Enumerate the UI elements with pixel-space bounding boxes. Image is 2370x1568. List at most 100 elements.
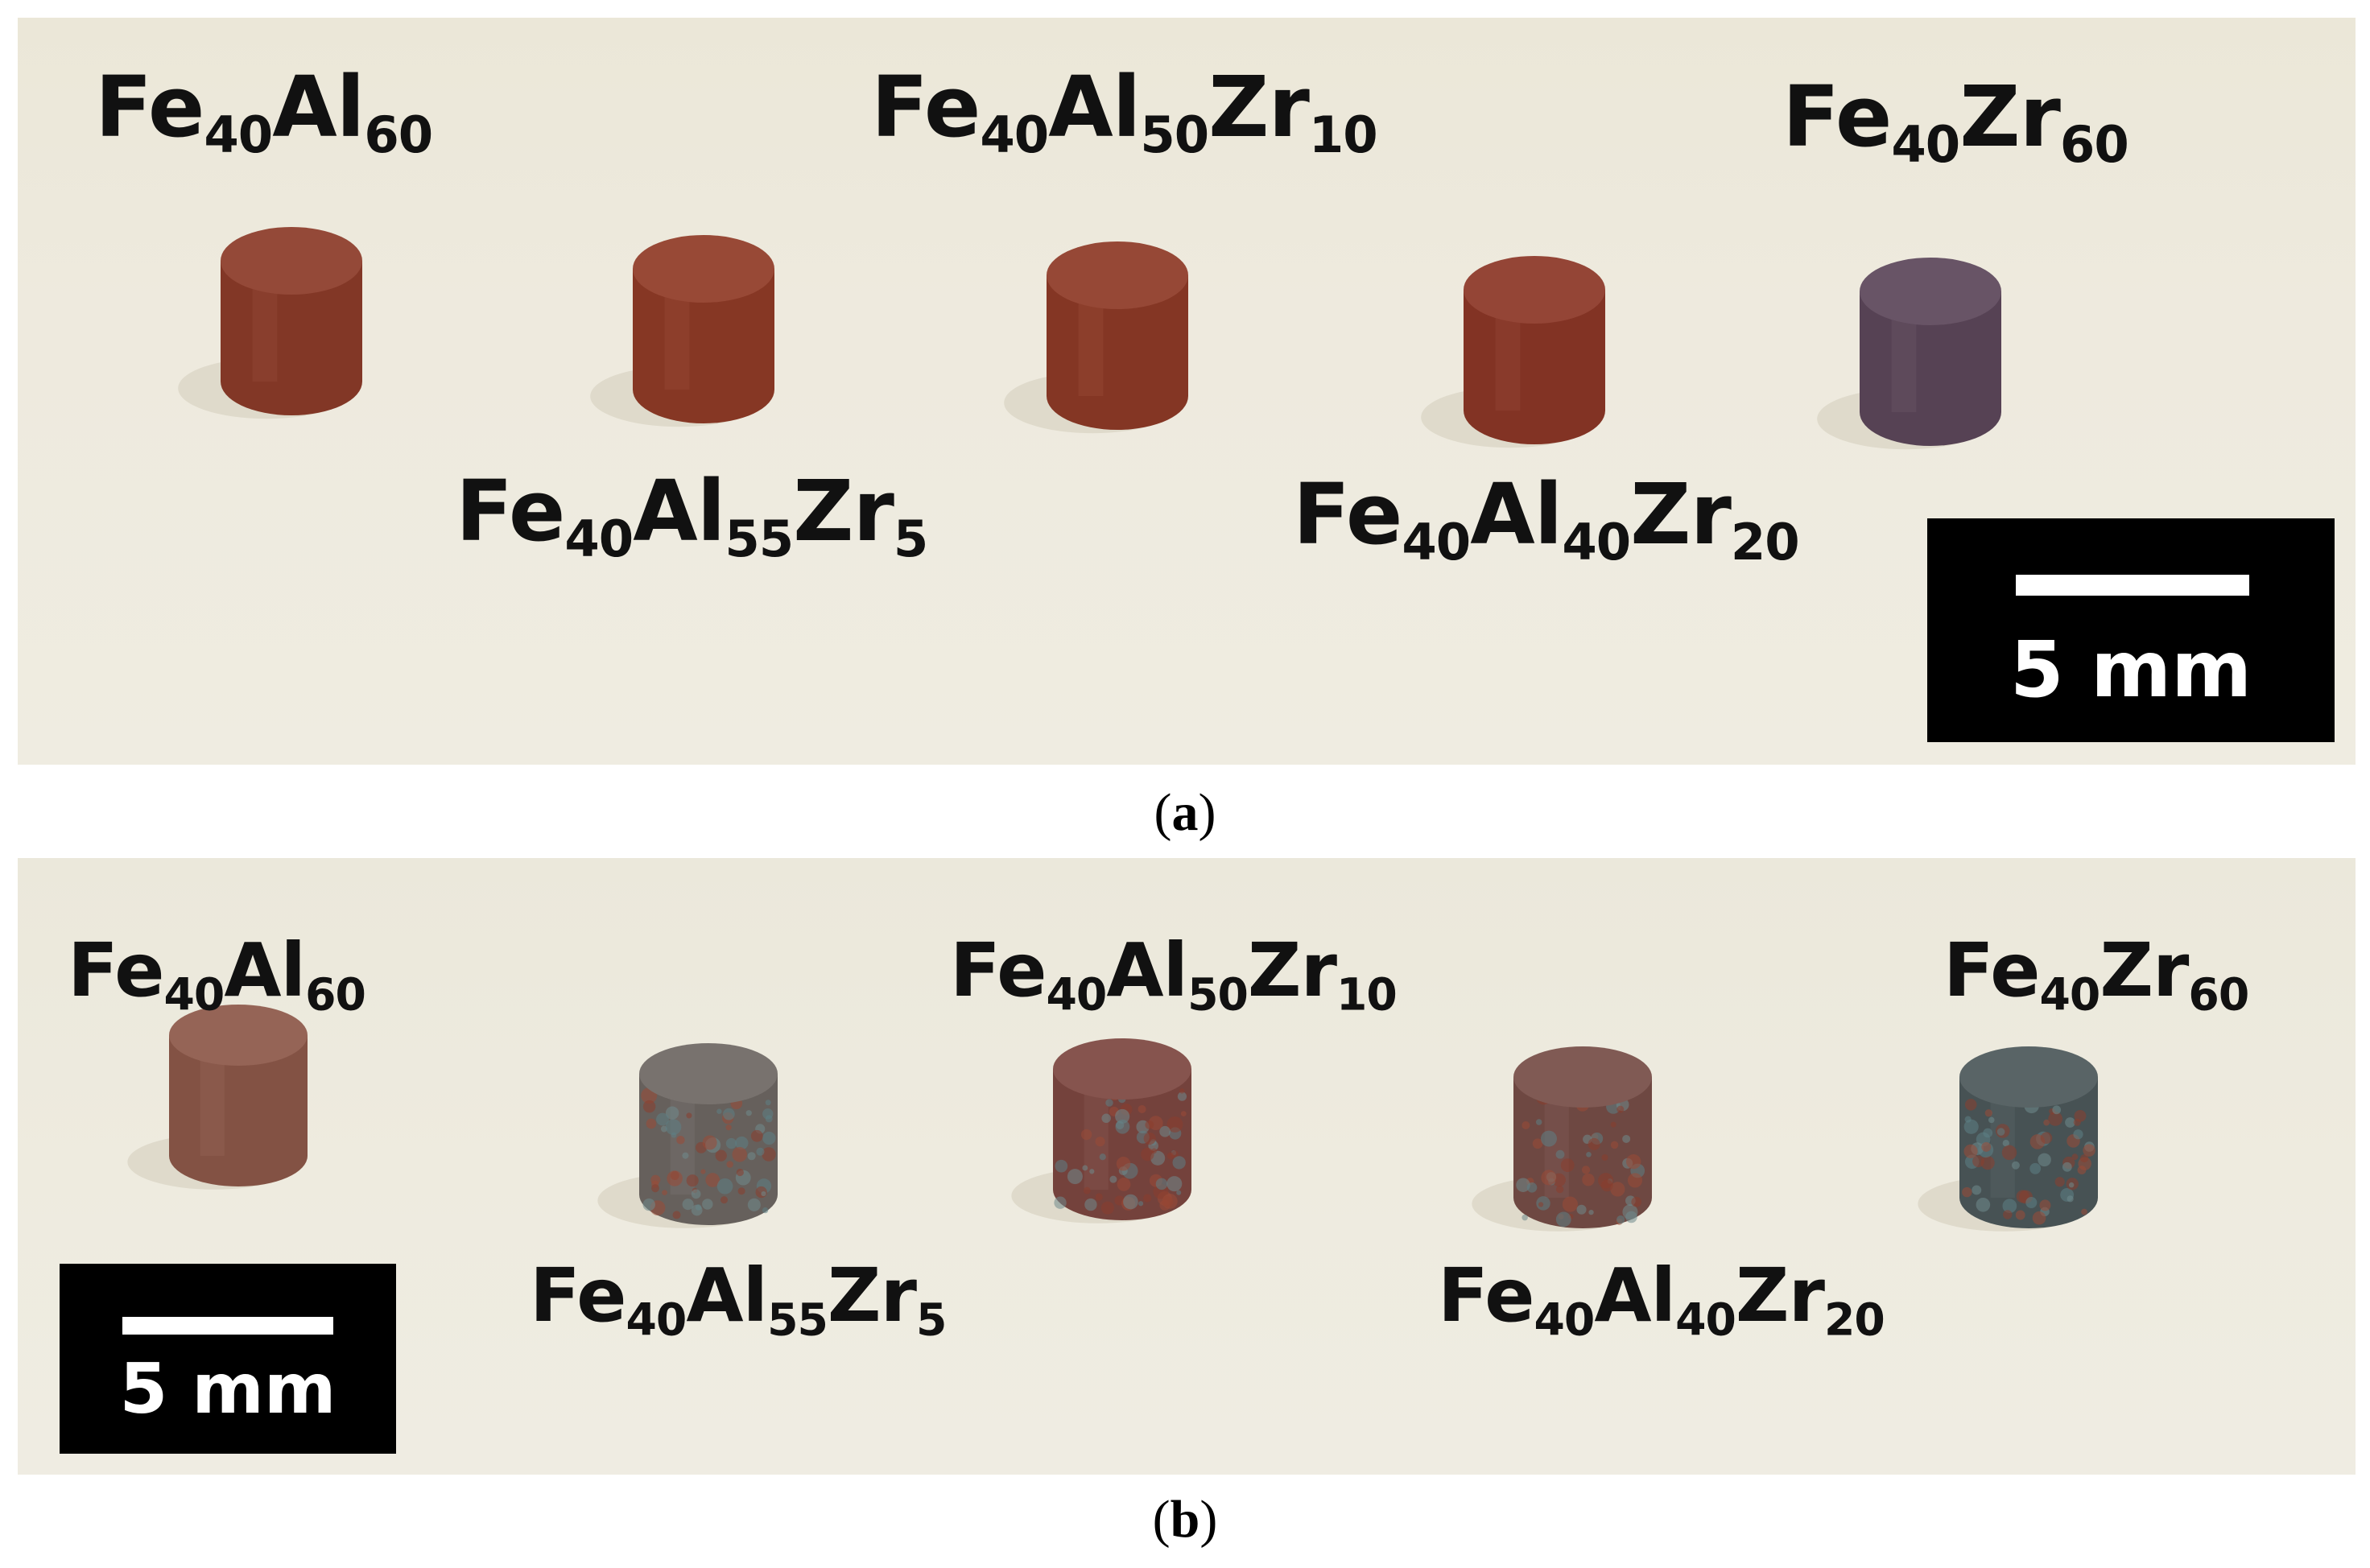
corrosion-spot [651,1184,659,1193]
caption-paren: ( [1154,783,1172,842]
corrosion-spot [686,1174,699,1187]
corrosion-spot [2077,1166,2087,1174]
corrosion-spot [676,1136,685,1145]
corrosion-spot [736,1168,744,1177]
corrosion-spot [1972,1185,1982,1195]
sample-top [169,1005,308,1066]
corrosion-spot [2011,1161,2020,1170]
corrosion-spot [726,1161,733,1168]
corrosion-spot [665,1106,679,1120]
corrosion-spot [725,1124,732,1131]
sample-top [639,1043,778,1104]
sample-cylinder [178,227,362,419]
label-fe40al60: Fe40Al60 [95,58,433,164]
corrosion-spot [1996,1128,2005,1136]
sample-cylinder [1004,241,1188,434]
sample-cylinder [1817,258,2001,450]
corrosion-spot [2054,1177,2065,1187]
corrosion-spot [1601,1153,1608,1162]
subscript: 5 [893,509,928,568]
samples-layer-a [178,227,2001,450]
sample-cylinder [1011,1038,1191,1223]
corrosion-spot [1984,1109,1992,1117]
corrosion-spot [1610,1141,1619,1149]
corrosion-spot [2038,1153,2051,1167]
label-fe40zr60: Fe40Zr60 [1782,68,2129,174]
corrosion-spot [761,1191,766,1197]
label-fe40al55zr5: Fe40Al55Zr5 [456,462,928,568]
corrosion-spot [1105,1099,1113,1107]
corrosion-spot [1562,1196,1578,1212]
corrosion-spot [1145,1120,1154,1129]
corrosion-spot [1622,1134,1631,1143]
subscript: 60 [2188,969,2249,1021]
corrosion-spot [1963,1144,1978,1158]
corrosion-spot [762,1108,774,1120]
corrosion-spot [2083,1144,2095,1157]
corrosion-spot [1141,1147,1154,1162]
subscript: 5 [915,1294,947,1347]
corrosion-spot [2071,1153,2079,1161]
caption-paren: ( [1152,1490,1171,1549]
corrosion-spot [725,1137,737,1149]
corrosion-spot [1084,1198,1097,1211]
corrosion-spot [1576,1204,1587,1215]
corrosion-spot [1616,1215,1625,1224]
corrosion-spot [1055,1159,1068,1173]
corrosion-spot [2065,1117,2075,1128]
corrosion-spot [2003,1210,2013,1219]
corrosion-spot [1115,1108,1130,1124]
subscript: 20 [1823,1294,1885,1347]
corrosion-spot [1588,1137,1600,1150]
corrosion-spot [1166,1176,1183,1192]
corrosion-spot [1177,1091,1187,1101]
corrosion-spot [1138,1104,1146,1113]
corrosion-spot [737,1187,745,1195]
corrosion-spot [1180,1111,1187,1117]
corrosion-spot [1622,1204,1638,1220]
corrosion-spot [1179,1088,1185,1094]
corrosion-spot [1522,1214,1528,1221]
subscript: 40 [626,1294,687,1347]
corrosion-spot [1101,1113,1111,1124]
corrosion-spot [1538,1202,1544,1207]
corrosion-spot [762,1207,769,1214]
corrosion-spot [2001,1145,2017,1161]
subscript: 55 [767,1294,828,1347]
corrosion-spot [705,1173,720,1187]
subscript: 40 [1402,512,1471,571]
subscript: 40 [1562,512,1631,571]
subscript: 40 [2039,969,2101,1021]
sample-top [1047,241,1188,309]
corrosion-spot [1631,1196,1641,1207]
corrosion-spot [1095,1193,1103,1201]
corrosion-spot [2048,1112,2062,1126]
subscript: 10 [1308,105,1378,164]
corrosion-spot [686,1112,692,1119]
caption-paren: ) [1198,783,1216,842]
label-fe40zr60: Fe40Zr60 [1943,927,2249,1021]
caption-a: (a) [0,782,2370,844]
subscript: 40 [980,105,1049,164]
corrosion-spot [1522,1121,1530,1130]
corrosion-spot [1083,1186,1091,1195]
corrosion-spot [682,1152,689,1159]
corrosion-spot [702,1135,717,1150]
scale-bar-label: 5 mm [119,1349,337,1430]
subscript: 40 [163,969,225,1021]
subscript: 40 [1534,1294,1596,1347]
subscript: 40 [1675,1294,1736,1347]
corrosion-spot [732,1147,747,1162]
corrosion-spot [1555,1211,1571,1228]
sample-top [1860,258,2001,325]
corrosion-spot [735,1136,749,1150]
caption-paren: ) [1199,1490,1218,1549]
corrosion-spot [1172,1156,1186,1170]
corrosion-spot [1626,1153,1641,1170]
corrosion-spot [1988,1116,1995,1124]
label-fe40al40zr20: Fe40Al40Zr20 [1438,1252,1885,1347]
subscript: 50 [1140,105,1209,164]
corrosion-spot [1581,1166,1591,1174]
sample-top [1464,256,1605,324]
sample-cylinder [127,1005,308,1190]
